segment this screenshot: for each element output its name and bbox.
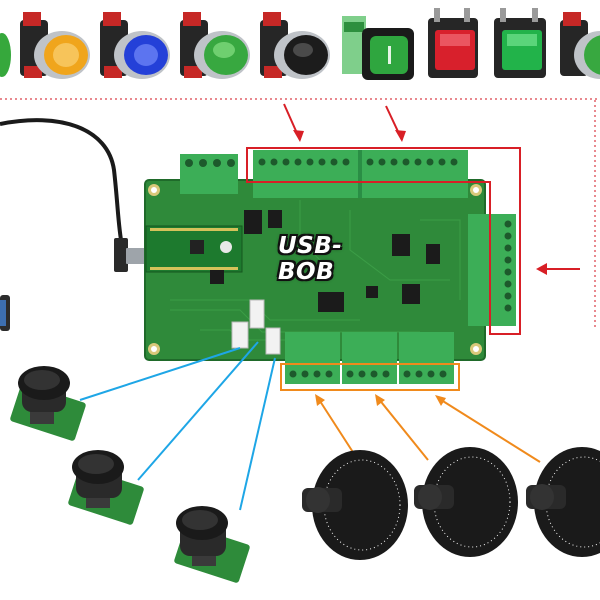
dotted-divider (0, 98, 600, 330)
orange-highlight (280, 363, 541, 463)
joystick-module-1-icon (10, 366, 86, 441)
joystick-module-2-icon (68, 450, 144, 525)
button-row (0, 8, 600, 80)
green-square-lamp-icon (494, 8, 546, 78)
green-button-icon (180, 12, 250, 79)
green-button-right-icon (560, 12, 600, 79)
blue-links (79, 341, 276, 511)
green-button-edge-icon (0, 33, 11, 77)
handwheel-3-icon (526, 447, 600, 557)
green-square-button-icon (342, 16, 414, 80)
handwheel-2-icon (414, 447, 518, 557)
board-title: USB-BOB (278, 233, 343, 285)
usb-bob-board (144, 150, 516, 384)
joystick-module-3-icon (174, 506, 250, 583)
yellow-button-icon (20, 12, 90, 79)
black-button-icon (260, 12, 330, 79)
usb-cable-icon (0, 118, 148, 272)
red-square-button-icon (428, 8, 478, 78)
blue-button-icon (100, 12, 170, 79)
handwheel-1-icon (302, 450, 408, 560)
